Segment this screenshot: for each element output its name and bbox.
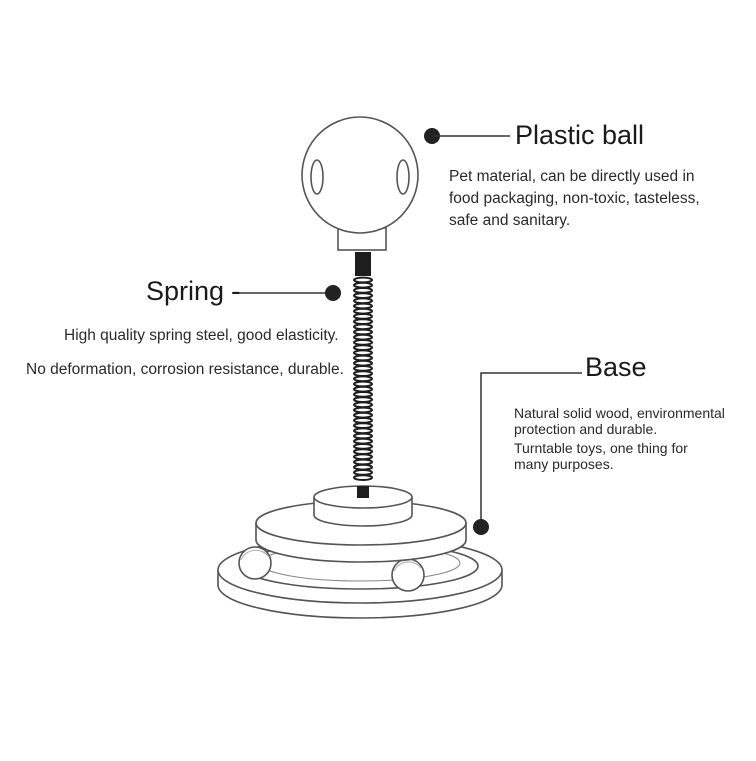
ball-sphere [301, 116, 419, 234]
spring-coil [353, 375, 373, 383]
spring-coil [353, 448, 373, 456]
base-turntable [217, 485, 503, 619]
spring-coil [353, 458, 373, 466]
spring-coil [353, 287, 373, 294]
callout-marker-spring [325, 285, 341, 301]
spring-coil [353, 339, 373, 346]
label-base-title: Base [585, 352, 647, 382]
spring-coil [353, 385, 373, 393]
spring-coil [353, 302, 373, 310]
spring-coil [353, 328, 373, 336]
track-ball-left [238, 546, 272, 580]
spring-coil [353, 344, 373, 352]
spring-coils [353, 276, 373, 482]
ball-hole-right [396, 159, 410, 195]
spring-coil [353, 422, 373, 430]
spring-coil [353, 354, 373, 362]
spring-coil [353, 333, 373, 341]
spring-coil [353, 359, 373, 367]
callout-plastic-ball [424, 128, 510, 144]
spring-coil [353, 463, 373, 471]
spring-coil [353, 323, 373, 331]
spring-bottom-cap [357, 486, 369, 498]
spring-coil [353, 437, 373, 445]
spring-coil [353, 391, 373, 398]
label-plastic-ball-line-2: food packaging, non-toxic, tasteless, [449, 190, 700, 207]
spring-coil [353, 396, 373, 404]
spring-coil [353, 318, 373, 326]
spring-coil [353, 474, 373, 482]
spring-coil [353, 365, 373, 372]
label-base-line-1: Natural solid wood, environmental [514, 405, 725, 421]
spring-coil [353, 292, 373, 300]
spring-coil [353, 380, 373, 388]
spring-coil [353, 406, 373, 414]
spring-coil [353, 417, 373, 424]
spring-coil [353, 370, 373, 378]
callout-marker-base [473, 519, 489, 535]
label-spring-title: Spring - [146, 276, 241, 306]
spring-top-cap [355, 252, 371, 276]
ball-hole-left [310, 159, 324, 195]
label-base-line-2: protection and durable. [514, 421, 658, 437]
label-spring-line-2: No deformation, corrosion resistance, du… [26, 361, 344, 378]
plastic-ball [301, 116, 419, 251]
spring [353, 252, 373, 498]
label-base-line-4: many purposes. [514, 456, 614, 472]
callout-spring [232, 285, 341, 301]
label-plastic-ball-line-3: safe and sanitary. [449, 212, 571, 229]
spring-coil [353, 469, 373, 476]
spring-coil [353, 281, 373, 289]
spring-coil [353, 276, 373, 284]
label-spring-line-1: High quality spring steel, good elastici… [64, 327, 339, 344]
spring-coil [353, 349, 373, 357]
spring-coil [353, 432, 373, 440]
track-ball-right [391, 558, 425, 592]
label-base-line-3: Turntable toys, one thing for [514, 440, 688, 456]
label-plastic-ball-line-1: Pet material, can be directly used in [449, 168, 695, 185]
spring-coil [353, 307, 373, 315]
callout-base [473, 372, 582, 535]
spring-coil [353, 443, 373, 450]
spring-coil [353, 453, 373, 461]
spring-coil [353, 427, 373, 435]
spring-coil [353, 411, 373, 419]
label-plastic-ball-title: Plastic ball [515, 120, 645, 150]
spring-coil [353, 297, 373, 305]
spring-coil [353, 401, 373, 409]
spring-coil [353, 313, 373, 320]
